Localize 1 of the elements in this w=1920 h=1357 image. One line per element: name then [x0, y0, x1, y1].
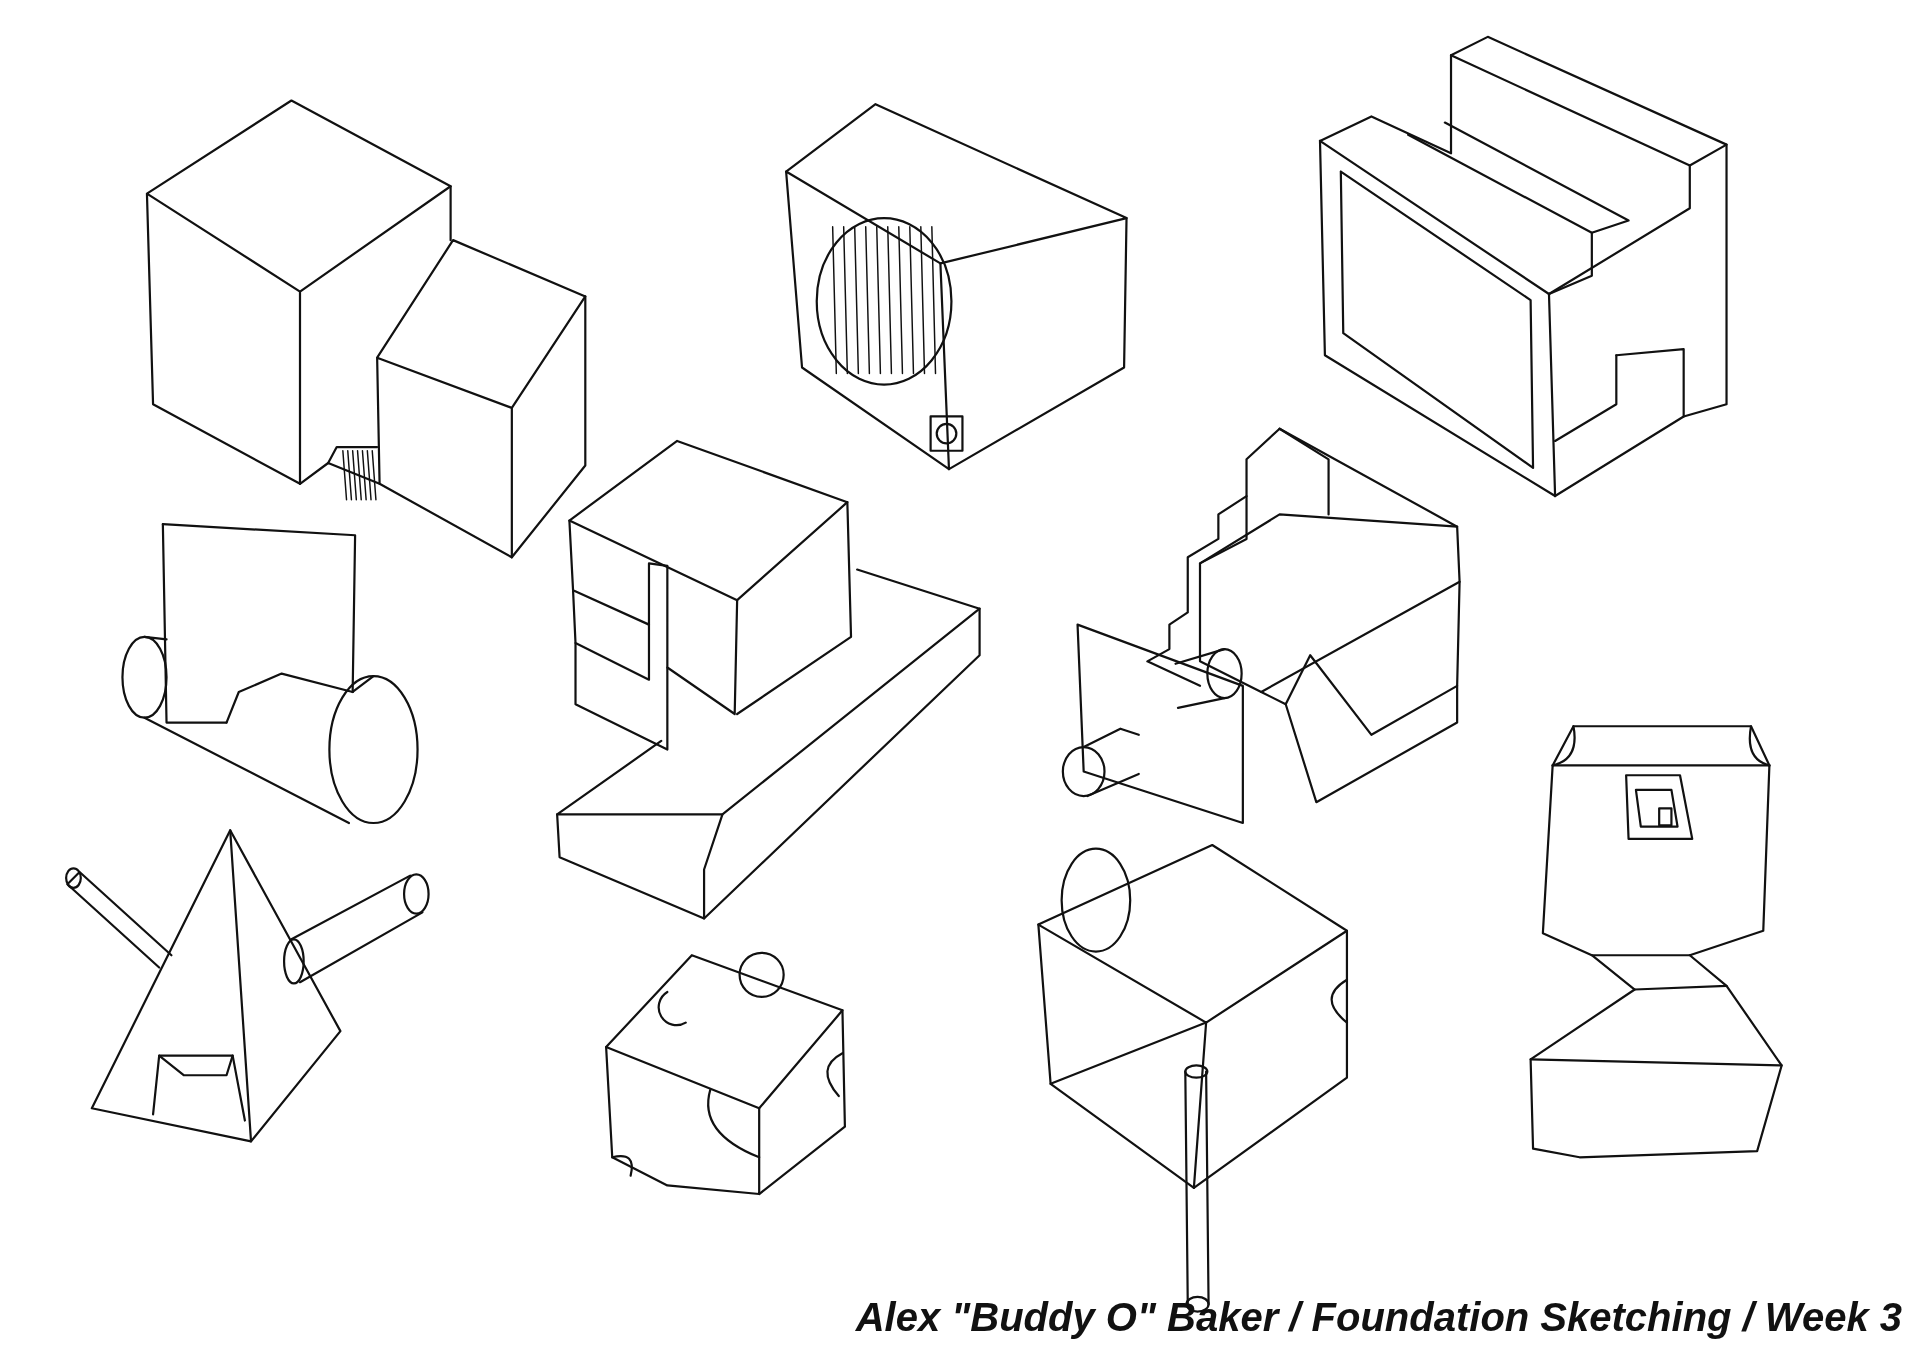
caption: Alex "Buddy O" Baker / Foundation Sketching / Week 3 [855, 1294, 1902, 1341]
